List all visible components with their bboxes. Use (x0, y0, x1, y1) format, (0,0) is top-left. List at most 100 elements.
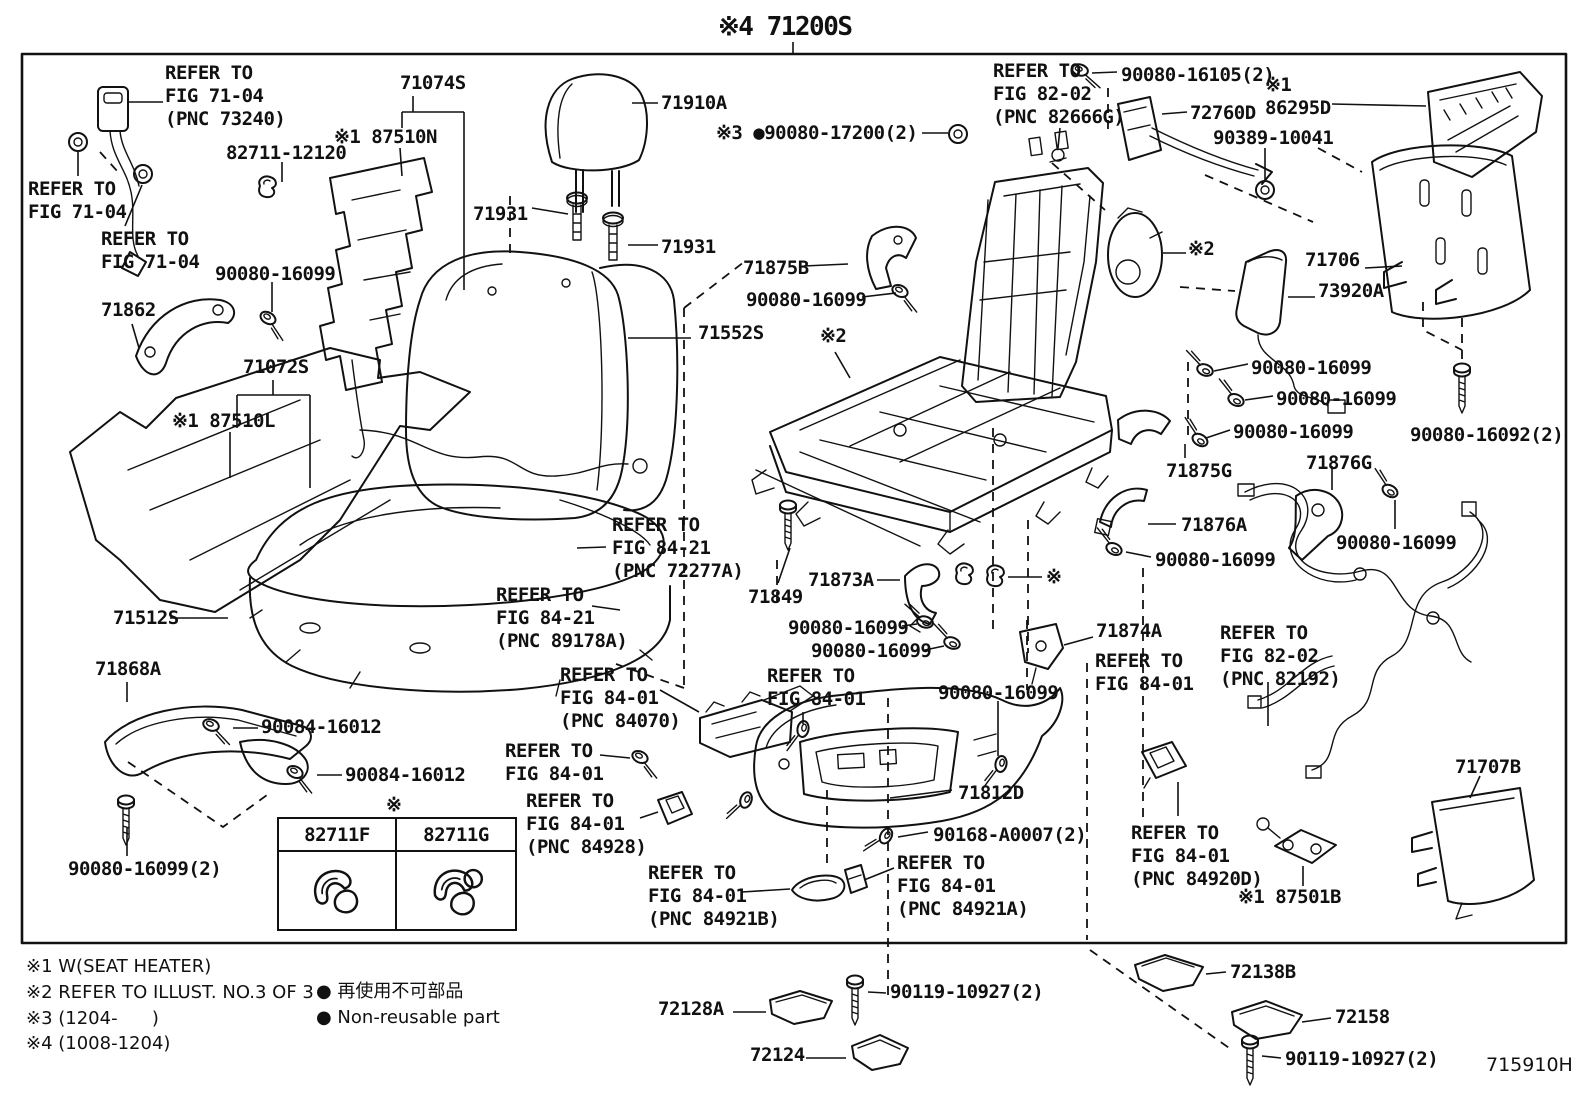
label-90119-10927-2: 90119-10927(2) (1285, 1048, 1439, 1070)
label-90080-16099: 90080-16099 (1155, 549, 1276, 571)
label-71072s: 71072S (243, 356, 309, 378)
label-title-71200S: ※4 71200S (718, 12, 853, 42)
label-71931: 71931 (661, 236, 716, 258)
label-82711-12120: 82711-12120 (226, 142, 347, 164)
label-: ※ (386, 794, 402, 816)
label-71876g: 71876G (1306, 452, 1372, 474)
part-bracket-71875G (1117, 409, 1171, 445)
part-cover-72158 (1231, 1000, 1303, 1040)
label-1-87510n: ※1 87510N (334, 126, 437, 148)
label-1-w-seat-heater: ※1 W(SEAT HEATER) (26, 956, 212, 977)
label-73920a: 73920A (1318, 280, 1384, 302)
page-border (20, 42, 1568, 945)
fasteners (117, 61, 1471, 1086)
table-header-82711F: 82711F (279, 819, 397, 852)
label-90168-a0007-2: 90168-A0007(2) (933, 824, 1087, 846)
part-clip-84921A (844, 864, 868, 894)
table-header-82711G: 82711G (397, 819, 515, 852)
label-90080-16099: 90080-16099 (811, 640, 932, 662)
part-front-trim-71868A (104, 705, 312, 785)
part-seatback-heater-87510N (319, 157, 433, 459)
label-71707b: 71707B (1455, 756, 1521, 778)
part-cushion-71512S (247, 483, 671, 697)
part-harness-82192 (1237, 482, 1489, 779)
label-90080-16092-2: 90080-16092(2) (1410, 424, 1564, 446)
label-3-1204: ※3 (1204- ) (26, 1008, 159, 1029)
label-1-87501b: ※1 87501B (1238, 886, 1341, 908)
label-90080-16099: 90080-16099 (938, 682, 1059, 704)
label-71812d: 71812D (958, 782, 1024, 804)
label-90080-16105-2: 90080-16105(2) (1121, 64, 1275, 86)
part-headrest-71910A (544, 73, 649, 213)
label-90084-16012: 90084-16012 (345, 764, 466, 786)
label-71874a: 71874A (1096, 620, 1162, 642)
part-switch-84920D (1141, 741, 1187, 789)
leader-lines (77, 71, 1481, 1059)
part-cover-72124 (851, 1034, 909, 1071)
label-71552s: 71552S (698, 322, 764, 344)
construction-lines (99, 88, 1463, 1051)
part-rear-panel-71707B (1411, 787, 1535, 920)
label-2-refer-to-illust-no-3-of-3: ※2 REFER TO ILLUST. NO.3 OF 3 (26, 982, 314, 1003)
label-71875b: 71875B (743, 257, 809, 279)
part-seatback-71552S (405, 250, 679, 521)
clip-variant-table: 82711F 82711G (277, 817, 517, 931)
label-90080-16099: 90080-16099 (788, 617, 909, 639)
label-2: ※2 (1188, 238, 1215, 260)
part-bracket-87501B (1256, 817, 1337, 864)
label-: ● 再使用不可部品 (316, 981, 464, 1002)
part-clip-84928 (657, 791, 693, 825)
clip-82711G-icon (428, 864, 484, 918)
label-71875g: 71875G (1166, 460, 1232, 482)
clip-82711G-drawing (397, 852, 515, 929)
label-71868a: 71868A (95, 658, 161, 680)
part-lumbar-73920A (1235, 249, 1346, 414)
label-71849: 71849 (748, 586, 803, 608)
label-1-87510l: ※1 87510L (172, 410, 275, 432)
label-diagram-code: 715910H (1486, 1054, 1573, 1076)
label-71074s: 71074S (400, 72, 466, 94)
label-72124: 72124 (750, 1044, 805, 1066)
label-71910a: 71910A (661, 92, 727, 114)
part-cover-72138B (1134, 954, 1204, 992)
label-90084-16012: 90084-16012 (261, 716, 382, 738)
label-72138b: 72138B (1230, 961, 1296, 983)
clip-82711F-drawing (279, 852, 397, 929)
label-72128a: 72128A (658, 998, 724, 1020)
label-72158: 72158 (1335, 1006, 1390, 1028)
label-90080-16099: 90080-16099 (215, 263, 336, 285)
label-71876a: 71876A (1181, 514, 1247, 536)
label-90080-16099: 90080-16099 (1276, 388, 1397, 410)
label-90080-16099: 90080-16099 (1233, 421, 1354, 443)
label-90080-16099-2: 90080-16099(2) (68, 858, 222, 880)
part-bracket-71876G (1288, 488, 1344, 561)
label-: ※ (1046, 566, 1062, 588)
label-90080-16099: 90080-16099 (1336, 532, 1457, 554)
label-2: ※2 (820, 325, 847, 347)
part-bracket-71873A (904, 563, 941, 633)
part-recliner-motor (1107, 207, 1163, 298)
part-bracket-71875B (866, 225, 917, 290)
label-71931: 71931 (473, 203, 528, 225)
label-90119-10927-2: 90119-10927(2) (890, 981, 1044, 1003)
part-armrest-84921B (791, 874, 846, 902)
label-3-90080-17200-2: ※3 ●90080-17200(2) (716, 122, 918, 144)
part-armrest-bracket-71862 (135, 298, 236, 376)
